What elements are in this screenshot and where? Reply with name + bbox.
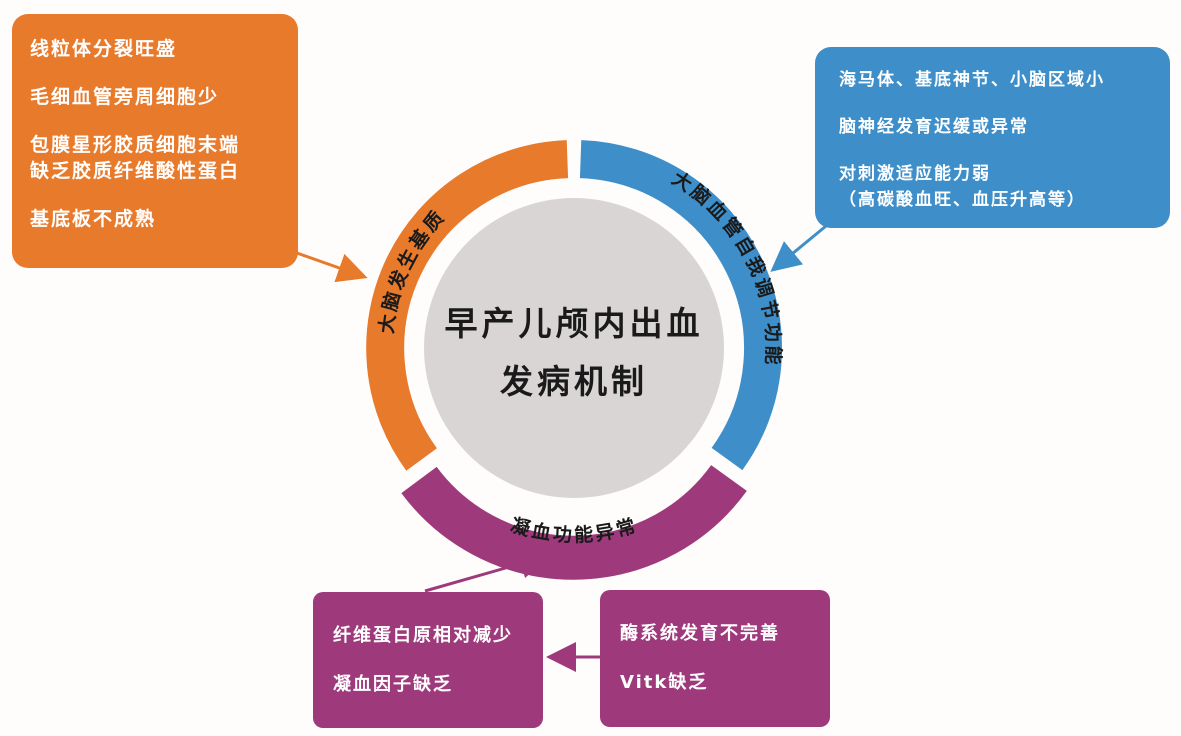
orange-item: 包膜星形胶质细胞末端 [30, 134, 241, 156]
center-title-line1: 早产儿颅内出血 [445, 304, 704, 343]
purple-left-item: 凝血因子缺乏 [333, 674, 453, 695]
arrow-blue [770, 224, 827, 272]
purple-right-item: 酶系统发育不完善 [620, 623, 780, 644]
center-title-line2: 发病机制 [500, 362, 648, 401]
orange-item: 缺乏胶质纤维酸性蛋白 [30, 160, 241, 182]
blue-item: 海马体、基底神节、小脑区域小 [839, 70, 1105, 90]
orange-info-box: 线粒体分裂旺盛 毛细血管旁周细胞少 包膜星形胶质细胞末端 缺乏胶质纤维酸性蛋白 … [12, 14, 298, 268]
purple-left-info-box: 纤维蛋白原相对减少 凝血因子缺乏 [313, 592, 543, 728]
blue-info-box: 海马体、基底神节、小脑区域小 脑神经发育迟缓或异常 对刺激适应能力弱 （高碳酸血… [815, 47, 1170, 228]
purple-right-item: Vitk缺乏 [620, 672, 709, 693]
blue-item: 对刺激适应能力弱 [839, 164, 991, 184]
center-circle [424, 198, 724, 498]
arrow-orange [293, 250, 368, 283]
orange-item: 线粒体分裂旺盛 [30, 38, 178, 60]
ring-segment-blue [579, 140, 782, 471]
purple-left-item: 纤维蛋白原相对减少 [333, 625, 513, 646]
ring-segment-purple [401, 464, 747, 580]
orange-item: 基底板不成熟 [30, 208, 157, 230]
ring-segment-orange [366, 140, 569, 471]
purple-right-info-box: 酶系统发育不完善 Vitk缺乏 [600, 590, 830, 727]
blue-item: 脑神经发育迟缓或异常 [839, 117, 1029, 137]
arrow-purple-up [424, 549, 550, 593]
blue-item: （高碳酸血旺、血压升高等） [839, 190, 1086, 210]
orange-item: 毛细血管旁周细胞少 [30, 86, 220, 108]
